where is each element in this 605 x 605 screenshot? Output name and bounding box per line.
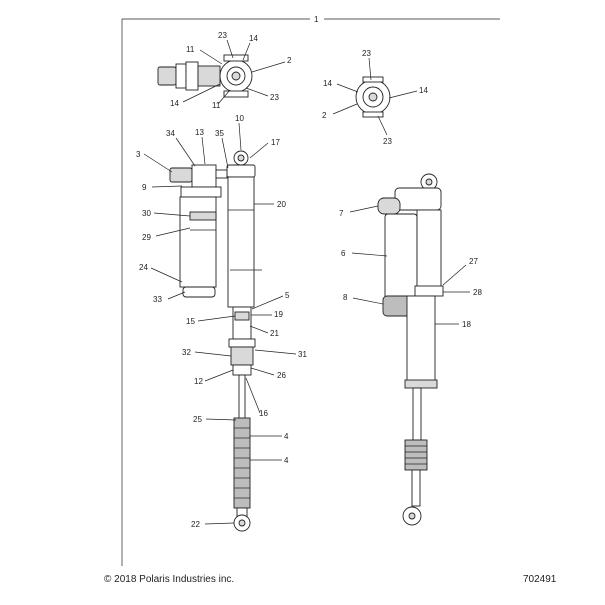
copyright-text: © 2018 Polaris Industries inc. <box>104 574 235 585</box>
callout-exploded-19: 19 <box>274 310 283 319</box>
valve-detail-b <box>332 57 418 136</box>
callout-valve-b-1: 23 <box>362 49 371 58</box>
assembled-shock <box>349 173 470 526</box>
callout-assembled-18: 18 <box>462 320 471 329</box>
callout-valve-a-7: 23 <box>270 93 279 102</box>
callout-exploded-32: 32 <box>182 348 191 357</box>
callout-exploded-4a: 4 <box>284 432 289 441</box>
callout-exploded-29: 29 <box>142 233 151 242</box>
callout-exploded-5: 5 <box>285 291 290 300</box>
callout-valve-a-3: 11 <box>186 45 195 54</box>
assembly-number: 1 <box>314 15 319 24</box>
callout-exploded-25: 25 <box>193 415 202 424</box>
callout-assembled-8: 8 <box>343 293 348 302</box>
callout-exploded-30: 30 <box>142 209 151 218</box>
callout-exploded-21: 21 <box>270 329 279 338</box>
callout-exploded-3: 3 <box>136 150 141 159</box>
callout-valve-b-3: 14 <box>419 86 428 95</box>
exploded-shock <box>143 122 297 532</box>
callout-exploded-20: 20 <box>277 200 286 209</box>
callout-exploded-22: 22 <box>191 520 200 529</box>
callout-valve-a-2: 14 <box>249 34 258 43</box>
callout-exploded-9: 9 <box>142 183 147 192</box>
valve-detail-a <box>157 39 286 105</box>
drawing-number: 702491 <box>523 574 557 585</box>
callout-exploded-33: 33 <box>153 295 162 304</box>
callout-valve-a-1: 23 <box>218 31 227 40</box>
callout-valve-b-5: 23 <box>383 137 392 146</box>
callout-valve-a-6: 11 <box>212 101 221 110</box>
callout-exploded-13: 13 <box>195 128 204 137</box>
callout-exploded-16: 16 <box>259 409 268 418</box>
callout-exploded-34: 34 <box>166 129 175 138</box>
assembly-frame: 1 <box>121 15 500 566</box>
callout-valve-a-5: 14 <box>170 99 179 108</box>
callout-exploded-15: 15 <box>186 317 195 326</box>
callout-exploded-35: 35 <box>215 129 224 138</box>
callout-assembled-6: 6 <box>341 249 346 258</box>
callout-valve-b-2: 14 <box>323 79 332 88</box>
callout-exploded-17: 17 <box>271 138 280 147</box>
callout-exploded-26: 26 <box>277 371 286 380</box>
callout-assembled-27: 27 <box>469 257 478 266</box>
callout-exploded-31: 31 <box>298 350 307 359</box>
callout-exploded-24: 24 <box>139 263 148 272</box>
callout-assembled-28: 28 <box>473 288 482 297</box>
callout-exploded-12: 12 <box>194 377 203 386</box>
callout-assembled-7: 7 <box>339 209 344 218</box>
callout-valve-a-4: 2 <box>287 56 292 65</box>
callout-valve-b-4: 2 <box>322 111 327 120</box>
callout-exploded-4b: 4 <box>284 456 289 465</box>
callout-exploded-10: 10 <box>235 114 244 123</box>
